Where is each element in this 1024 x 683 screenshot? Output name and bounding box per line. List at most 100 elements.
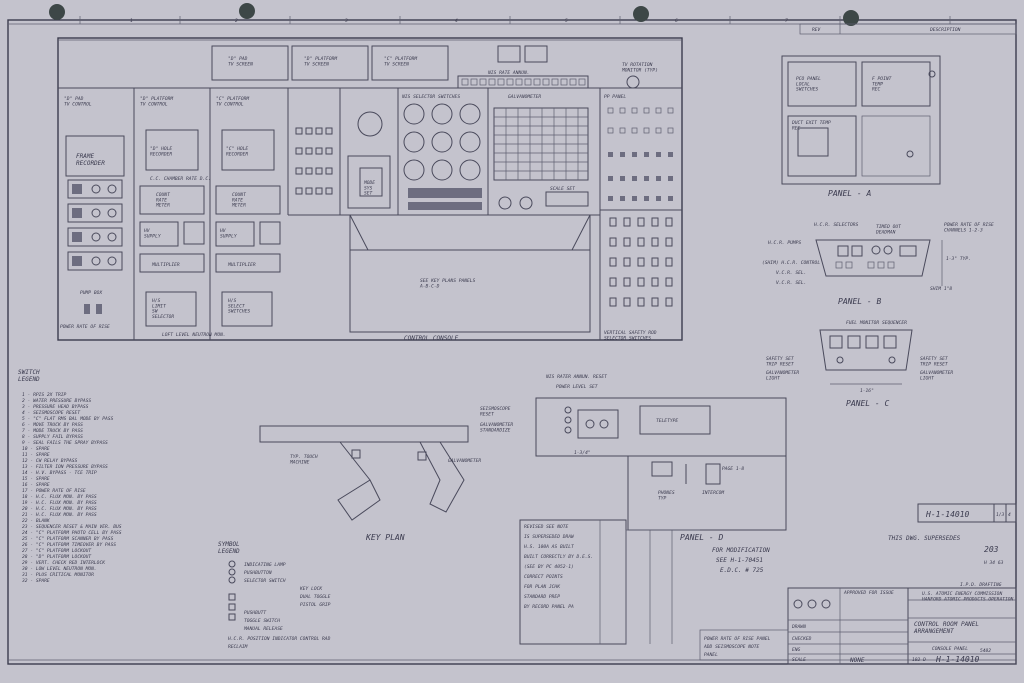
switch-legend-item-11: 11 - SPARE — [22, 452, 50, 458]
panel-b-title: PANEL - B — [838, 297, 882, 306]
supersedes-label: THIS DWG. SUPERSEDES — [888, 535, 961, 542]
control-console-title: CONTROL CONSOLE — [404, 335, 459, 342]
symbol-indicating-lamp: INDICATING LAMP — [244, 562, 286, 568]
title-block-code: 102 D — [912, 657, 926, 663]
rev-tab: REV — [812, 27, 821, 33]
switch-legend-item-15: 15 - SPARE — [22, 476, 50, 482]
panel-d-page: PAGE 1-8 — [722, 466, 744, 472]
panel-b-shim-control: (SHIM) H.C.R. CONTROL — [762, 260, 820, 266]
panel-a-title: PANEL - A — [828, 189, 872, 198]
revision-notes-block: REVISED SEE NOTE IS SUPERSEDED DRAW H.S.… — [519, 519, 700, 645]
panel-c-dim: 1-16" — [860, 388, 874, 394]
meter-dial-grid — [403, 103, 481, 181]
symbol-hcr-indicator: H.C.R. POSITION INDICATOR CONTROL RAD — [227, 636, 331, 642]
approval-eng: ENG — [792, 647, 801, 653]
symbol-pistol-grip: PISTOL GRIP — [300, 602, 331, 608]
panel-b-vcr-sel-1: V.C.R. SEL. — [776, 270, 806, 276]
switch-legend-item-2: 2 - WATER PRESSURE BYPASS — [22, 398, 91, 404]
dwg-number-box: H-1-14010 1/3 4 — [917, 503, 1017, 523]
scale-set-label: SCALE SET — [550, 186, 575, 192]
panel-b-dim-shim: SHIM 1"8 — [930, 286, 952, 292]
sheet-border — [7, 19, 1017, 665]
zone-2: 2 — [235, 18, 238, 24]
switch-legend-item-29: 29 - VERT. CHECK RED INTERLOCK — [22, 560, 106, 566]
rev-note-1: REVISED SEE NOTE — [524, 524, 568, 530]
modification-note: FOR MODIFICATION SEE H-1-70451 E.D.C. # … — [712, 547, 770, 574]
meter-stack-left — [67, 179, 123, 271]
multiplier-2-label: MULTIPLIER — [227, 262, 256, 268]
pump-box-label: PUMP BOX — [80, 290, 102, 296]
title-block-scale: NONE — [849, 657, 865, 664]
panel-c-title: PANEL - C — [846, 399, 890, 408]
switch-legend-item-17: 17 - POWER RATE OF RISE — [22, 488, 86, 494]
nis-rate-annunciator-lamps — [461, 78, 586, 86]
bottom-revision-strip: POWER RATE OF RISE PANEL ADD SEISMOSCOPE… — [699, 629, 789, 661]
loft-level-label: LOFT LEVEL NEUTRON MON. — [162, 332, 226, 338]
title-block-dwg-no: H-1-14010 — [935, 655, 980, 664]
approval-issue: APPROVED FOR ISSUE — [843, 590, 894, 596]
switch-legend-item-1: 1 - RPIS 2X TRIP — [22, 392, 66, 398]
switch-legend-item-16: 16 - SPARE — [22, 482, 50, 488]
switch-legend-item-24: 24 - "C" PLATFORM PHOTO CELL BY PASS — [22, 530, 122, 536]
panel-b-hcr-selectors: H.C.R. SELECTORS — [813, 222, 858, 228]
switch-legend-item-27: 27 - "C" PLATFORM LOCKOUT — [22, 548, 91, 554]
edc-number: E.D.C. # 725 — [720, 567, 764, 574]
rev-note-7: FOR PLAN JCHK — [524, 584, 561, 590]
power-rate-label: POWER RATE OF RISE — [60, 324, 110, 330]
zone-7: 7 — [785, 18, 788, 24]
description-tab: DESCRIPTION — [929, 27, 961, 33]
switch-legend-item-31: 31 - PLUS CRITICAL MONITOR — [21, 572, 94, 578]
rev-note-6: CORRECT POINTS — [524, 574, 563, 580]
rev-note-3: H.S. 100A AS BUILT — [523, 544, 574, 550]
panel-d-title: PANEL - D — [680, 533, 724, 542]
switch-legend-item-21: 21 - H.C. FLUX MON. BY PASS — [22, 512, 97, 518]
key-plan-title: KEY PLAN — [365, 533, 405, 542]
scale-dial — [357, 111, 383, 137]
binder-hole-4 — [843, 10, 859, 26]
symbol-reclaim: RECLAIM — [228, 644, 248, 650]
switch-grid-left — [295, 127, 333, 195]
supersedes-value: 203 — [984, 545, 999, 554]
see-drawing: SEE H-1-70451 — [716, 557, 763, 564]
galvanometer-label: GALVANOMETER — [508, 94, 541, 100]
symbol-pushbutton: PUSHBUTTON — [244, 570, 272, 576]
switch-legend-item-30: 30 - LOW LEVEL NEUTRON MON. — [21, 566, 97, 572]
dwg-box-sheet: 1/3 — [996, 512, 1005, 518]
dwg-box-number: H-1-14010 — [925, 510, 970, 519]
switch-legend-item-5: 5 - "C" FLAT RMS BAL MODE BY PASS — [22, 416, 114, 422]
switch-legend-item-23: 23 - SEQUENCER RESET & MAIN VER. BUS — [22, 524, 122, 530]
title-block-sheet-ref: 5402 — [980, 648, 991, 654]
approval-scale: SCALE — [792, 657, 806, 663]
switch-legend-item-20: 20 - H.C. FLUX MON. BY PASS — [22, 506, 97, 512]
panel-d: NIS RATER ANNUN. RESET POWER LEVEL SET S… — [480, 374, 787, 542]
panel-d-dim: 1-3/4" — [574, 450, 591, 456]
switch-legend-item-26: 26 - "C" PLATFORM TIMEOVER BY PASS — [22, 542, 116, 548]
chamber-rate-label: C.C. CHAMBER RATE D.C. — [150, 176, 211, 182]
